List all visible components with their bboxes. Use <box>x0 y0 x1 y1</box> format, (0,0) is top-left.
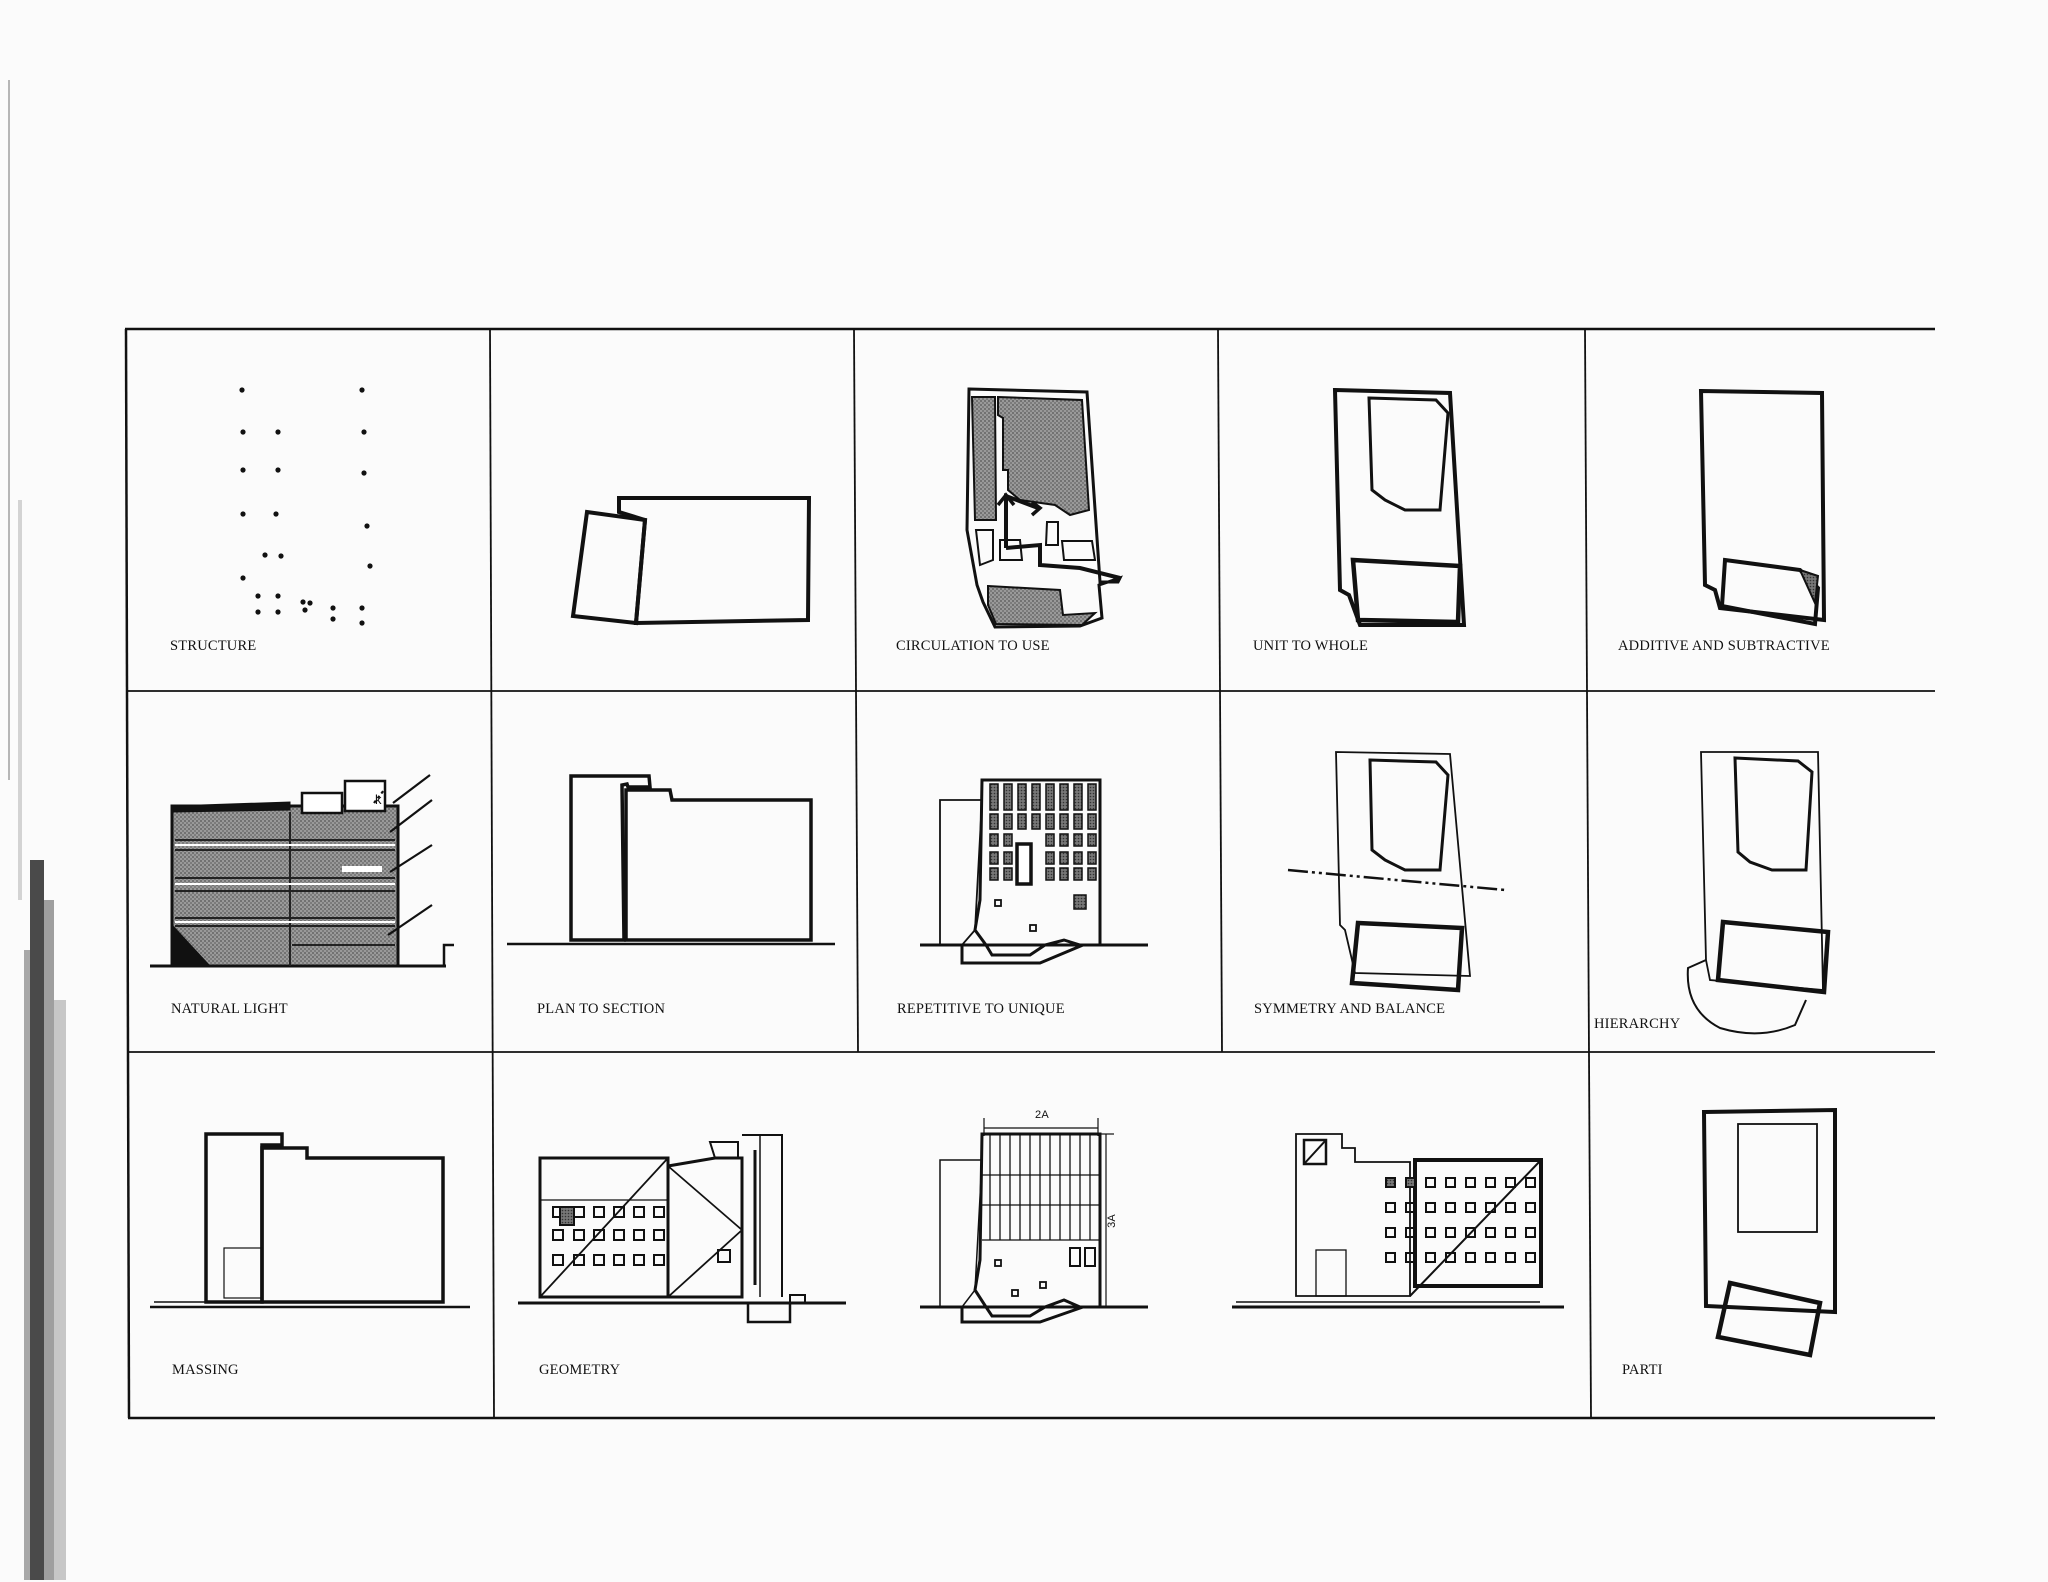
symmetry-balance-diagram <box>1287 751 1506 993</box>
label-massing: MASSING <box>172 1362 239 1378</box>
unit-to-whole-diagram <box>1332 387 1467 627</box>
label-unit-to-whole: UNIT TO WHOLE <box>1253 638 1369 654</box>
massing-diagram <box>150 1132 470 1309</box>
label-hierarchy: HIERARCHY <box>1594 1016 1681 1032</box>
natural-light-diagram: k <box>150 774 454 968</box>
label-structure: STRUCTURE <box>170 638 257 654</box>
hierarchy-diagram <box>1686 751 1831 1035</box>
panel-grid <box>124 327 1935 1420</box>
label-parti: PARTI <box>1622 1362 1663 1378</box>
circulation-diagram <box>965 387 1123 629</box>
plan-diagram <box>570 496 812 626</box>
repetitive-unique-diagram <box>920 778 1148 965</box>
label-plan-to-section: PLAN TO SECTION <box>537 1001 666 1017</box>
label-natural-light: NATURAL LIGHT <box>171 1001 288 1017</box>
geometry-diagram <box>518 1134 846 1324</box>
label-symmetry-and-balance: SYMMETRY AND BALANCE <box>1254 1001 1446 1017</box>
elevation-diagram <box>1232 1133 1564 1309</box>
label-repetitive-to-unique: REPETITIVE TO UNIQUE <box>897 1001 1065 1017</box>
proportion-diagram <box>920 1118 1148 1324</box>
label-circulation-to-use: CIRCULATION TO USE <box>896 638 1050 654</box>
section-diagram <box>507 774 835 946</box>
label-geometry: GEOMETRY <box>539 1362 621 1378</box>
structure-diagram <box>239 387 373 626</box>
label-additive-and-subtractive: ADDITIVE AND SUBTRACTIVE <box>1618 638 1830 654</box>
scan-noise <box>8 80 66 1580</box>
svg-text:k: k <box>375 792 382 807</box>
height-dimension-label: 3a <box>1105 1214 1118 1228</box>
parti-diagram <box>1701 1107 1837 1358</box>
width-dimension-label: 2a <box>1035 1109 1049 1121</box>
additive-subtractive-diagram <box>1698 388 1827 627</box>
